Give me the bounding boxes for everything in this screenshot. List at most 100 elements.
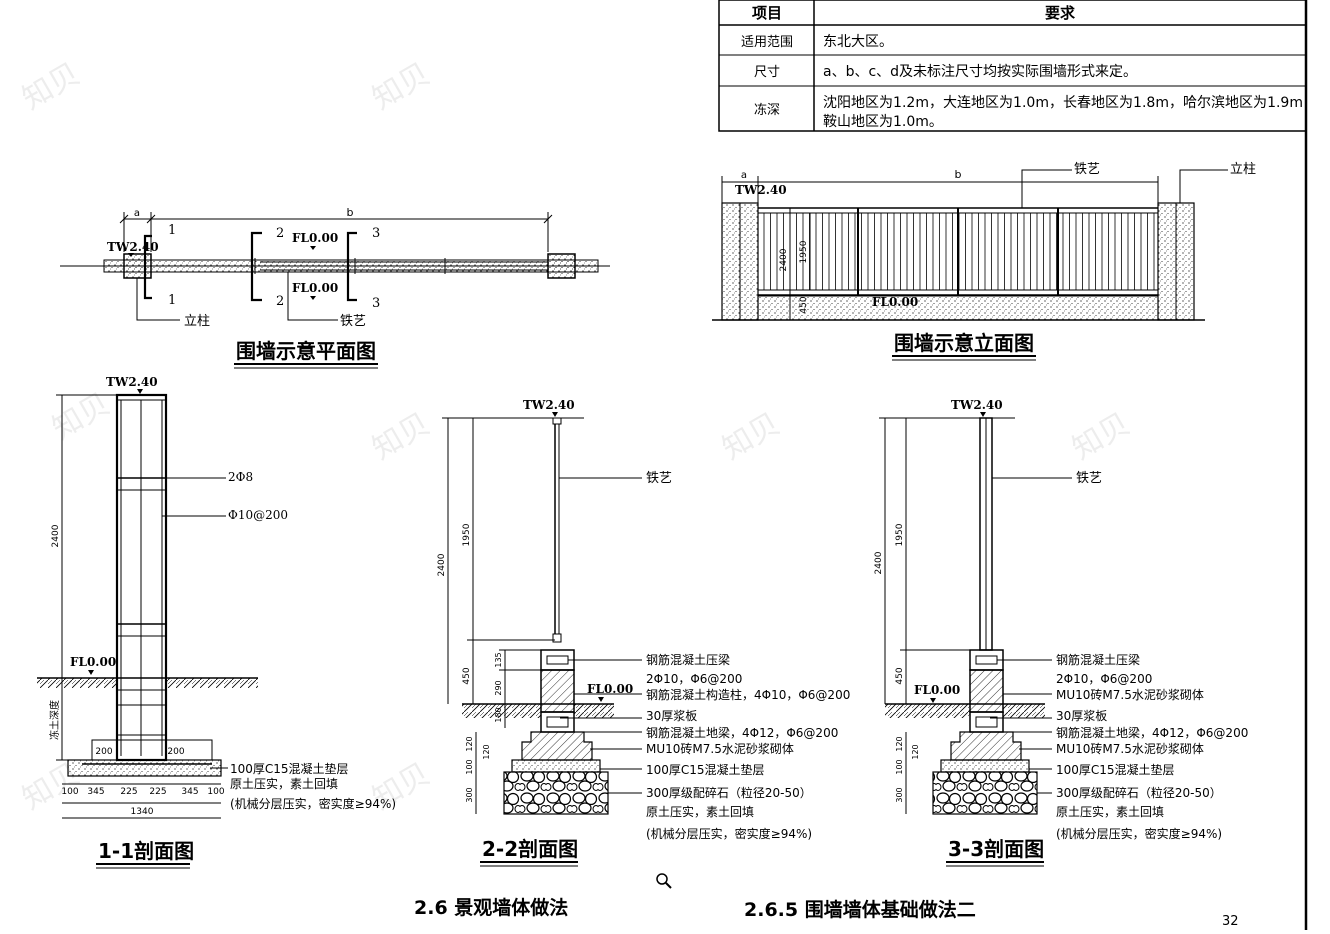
plan-cut-label: 1 xyxy=(168,223,176,238)
s2-dim: 135 xyxy=(494,652,503,667)
elev-level-top: TW2.40 xyxy=(735,183,787,197)
plan-label-iron: 铁艺 xyxy=(340,314,366,329)
s1-note: 原土压实，素土回填 xyxy=(230,776,338,791)
s2-note: 钢筋混凝土构造柱，4Φ10，Φ6@200 xyxy=(646,687,850,702)
s2-note: MU10砖M7.5水泥砂浆砌体 xyxy=(646,741,794,756)
s3-dim: 300 xyxy=(895,787,904,802)
s1-frost-depth: 冻土深度 xyxy=(48,700,61,740)
table-row-item: 尺寸 xyxy=(754,65,780,80)
s2-note: 2Φ10，Φ6@200 xyxy=(646,672,742,686)
s1-note: 100厚C15混凝土垫层 xyxy=(230,761,349,776)
s2-level-floor: FL0.00 xyxy=(587,682,633,696)
s2-dim: 120 xyxy=(482,744,491,759)
plan-label-post: 立柱 xyxy=(184,314,210,329)
s3-dim: 100 xyxy=(895,759,904,774)
s1-bottom-dim: 100 xyxy=(207,787,224,797)
s3-dim: 120 xyxy=(911,744,920,759)
elev-dim-a: a xyxy=(741,170,747,181)
s2-dim: 120 xyxy=(465,736,474,751)
s1-width: 200 xyxy=(167,747,184,757)
s3-dim-base: 450 xyxy=(895,667,905,684)
s1-bottom-dim: 345 xyxy=(87,787,104,797)
s3-note: 钢筋混凝土地梁，4Φ12，Φ6@200 xyxy=(1056,725,1248,740)
section-3-3: TW2.40 FL0.00 2400 1950 450 120 120 1 xyxy=(874,398,1248,867)
table-header-item: 项目 xyxy=(752,4,782,22)
s3-note: 100厚C15混凝土垫层 xyxy=(1056,762,1175,777)
plan-level-floor: FL0.00 xyxy=(292,281,338,295)
plan-cut-label: 3 xyxy=(372,296,380,311)
s2-note: 100厚C15混凝土垫层 xyxy=(646,762,765,777)
watermark: 知贝 xyxy=(17,57,86,117)
s3-note: 原土压实，素土回填 xyxy=(1056,804,1164,819)
plan-level-floor: FL0.00 xyxy=(292,231,338,245)
plan-dim-b: b xyxy=(347,206,354,219)
s2-dim-iron: 1950 xyxy=(462,523,472,546)
footer-title-right: 2.6.5 围墙墙体基础做法二 xyxy=(744,898,976,921)
requirements-table: 项目 要求 适用范围 东北大区。 尺寸 a、b、c、d及未标注尺寸均按实际围墙形… xyxy=(718,0,1307,132)
s3-note: 30厚浆板 xyxy=(1056,708,1107,723)
s1-bottom-dim: 225 xyxy=(149,787,166,797)
fence-bars xyxy=(763,208,1155,296)
s3-note: MU10砖M7.5水泥砂浆砌体 xyxy=(1056,741,1204,756)
s2-dim-total: 2400 xyxy=(437,553,447,576)
s2-note: 钢筋混凝土压梁 xyxy=(646,652,730,667)
s3-level-top: TW2.40 xyxy=(951,398,1003,412)
s2-note: 300厚级配碎石（粒径20-50） xyxy=(646,785,812,800)
plan-view: a b TW2.40 FL0.00 FL0.00 1 1 2 2 3 3 立柱 … xyxy=(60,206,610,369)
s3-dim-total: 2400 xyxy=(874,551,884,574)
plan-cut-label: 2 xyxy=(276,226,284,241)
footer-title-left: 2.6 景观墙体做法 xyxy=(414,896,568,919)
s3-note: MU10砖M7.5水泥砂浆砌体 xyxy=(1056,687,1204,702)
s1-total-width: 1340 xyxy=(131,807,154,817)
s3-title: 3-3剖面图 xyxy=(948,837,1044,861)
s3-note: 2Φ10，Φ6@200 xyxy=(1056,672,1152,686)
elev-label-iron: 铁艺 xyxy=(1074,162,1100,177)
plan-cut-label: 2 xyxy=(276,294,284,309)
plan-level-top: TW2.40 xyxy=(107,240,159,254)
table-row-item: 适用范围 xyxy=(741,35,793,50)
table-row-value: a、b、c、d及未标注尺寸均按实际围墙形式来定。 xyxy=(823,64,1137,80)
watermark: 知贝 xyxy=(367,407,436,467)
s3-note: 钢筋混凝土压梁 xyxy=(1056,652,1140,667)
table-header-req: 要求 xyxy=(1045,4,1076,22)
plan-cut-label: 1 xyxy=(168,293,176,308)
s2-title: 2-2剖面图 xyxy=(482,837,578,861)
s2-note: 钢筋混凝土地梁，4Φ12，Φ6@200 xyxy=(646,725,838,740)
section-2-2: TW2.40 FL0.00 2400 1950 450 xyxy=(437,398,850,867)
plan-cut-label: 3 xyxy=(372,226,380,241)
elevation-view: a b TW2.40 2400 1950 450 FL0.00 铁艺 立柱 围墙… xyxy=(712,162,1256,361)
s2-dim: 300 xyxy=(465,787,474,802)
s2-dim: 100 xyxy=(465,759,474,774)
elev-dim-total: 2400 xyxy=(779,248,789,271)
page-number: 32 xyxy=(1222,914,1239,929)
elev-level-floor: FL0.00 xyxy=(872,295,918,309)
s1-note: (机械分层压实，密实度≥94%) xyxy=(230,796,396,811)
elev-title: 围墙示意立面图 xyxy=(894,331,1034,355)
elev-label-post: 立柱 xyxy=(1230,162,1256,177)
s3-leaders xyxy=(990,659,1052,794)
watermark: 知贝 xyxy=(367,57,436,117)
s1-level-floor: FL0.00 xyxy=(70,655,116,669)
s1-level-top: TW2.40 xyxy=(106,375,158,389)
s3-dim-iron: 1950 xyxy=(895,523,905,546)
elev-dim-b: b xyxy=(955,168,962,181)
s2-leaders xyxy=(560,659,642,794)
magnifier-icon[interactable] xyxy=(656,873,672,889)
s1-width: 200 xyxy=(95,747,112,757)
s1-rebar-1: 2Φ8 xyxy=(228,470,253,484)
s2-note: 30厚浆板 xyxy=(646,708,697,723)
s1-rebar-2: Φ10@200 xyxy=(228,508,288,522)
s2-dim: 290 xyxy=(494,680,503,695)
plan-title: 围墙示意平面图 xyxy=(236,339,376,363)
s2-dim: 180 xyxy=(494,707,503,722)
s3-note: 300厚级配碎石（粒径20-50） xyxy=(1056,785,1222,800)
table-row-value: 东北大区。 xyxy=(823,34,893,50)
section-1-1: TW2.40 FL0.00 2400 冻土深度 200 200 100 xyxy=(37,375,396,869)
table-row-item: 冻深 xyxy=(754,102,780,118)
watermark-layer: 知贝 知贝 知贝 知贝 知贝 知贝 知贝 知贝 xyxy=(17,57,1136,817)
s1-bottom-dim: 345 xyxy=(181,787,198,797)
s2-dim-base: 450 xyxy=(462,667,472,684)
table-row-value: 鞍山地区为1.0m。 xyxy=(823,114,943,130)
elev-dim-iron: 1950 xyxy=(799,240,809,263)
